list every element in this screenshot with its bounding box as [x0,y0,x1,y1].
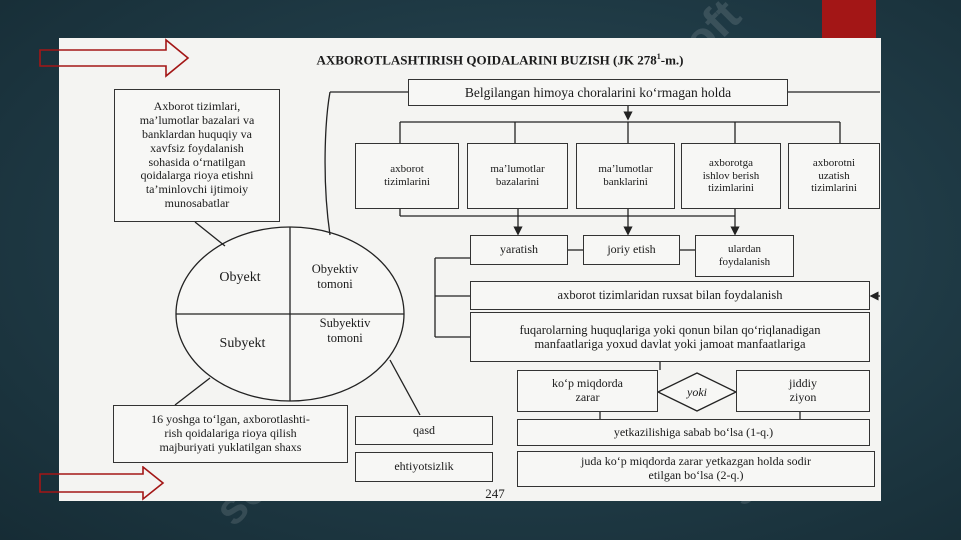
subject-description-box: 16 yoshga to‘lgan, axborotlashti- rish q… [113,405,348,463]
right-arrow-icon [39,466,165,501]
object-description-box: Axborot tizimlari, ma’lumotlar bazalari … [114,89,280,222]
result-part-2-box: juda ko‘p miqdorda zarar yetkazgan holda… [517,451,875,487]
right-arrow-icon [39,38,190,78]
large-damage-box: ko‘p miqdorda zarar [517,370,658,412]
system-box-information-systems: axborot tizimlarini [355,143,459,209]
interests-box: fuqarolarning huquqlariga yoki qonun bil… [470,312,870,362]
or-label: yoki [687,385,707,399]
circle-object-label: Obyekt [219,270,261,285]
authorized-usage-box: axborot tizimlaridan ruxsat bilan foydal… [470,281,870,310]
action-box-use: ulardan foydalanish [695,235,794,277]
top-condition-box: Belgilangan himoya choralarini ko‘rmagan… [408,79,788,106]
action-box-implement: joriy etish [583,235,680,265]
page-title: AXBOROTLASHTIRISH QOIDALARINI BUZISH (JK… [316,52,684,68]
action-box-create: yaratish [470,235,568,265]
circle-objective-side-label: Obyektiv tomoni [311,262,359,291]
page-number: 247 [485,486,505,501]
red-corner-tab [822,0,876,38]
serious-harm-box: jiddiy ziyon [736,370,870,412]
result-part-1-box: yetkazilishiga sabab bo‘lsa (1-q.) [517,419,870,446]
system-box-transmission-systems: axborotni uzatish tizimlarini [788,143,880,209]
guilt-negligence-box: ehtiyotsizlik [355,452,493,482]
guilt-intent-box: qasd [355,416,493,445]
system-box-databases: ma’lumotlar bazalarini [467,143,568,209]
circle-subjective-side-label: Subyektiv tomoni [319,316,371,345]
system-box-processing-systems: axborotga ishlov berish tizimlarini [681,143,781,209]
circle-subject-label: Subyekt [219,336,266,351]
system-box-data-banks: ma’lumotlar banklarini [576,143,675,209]
